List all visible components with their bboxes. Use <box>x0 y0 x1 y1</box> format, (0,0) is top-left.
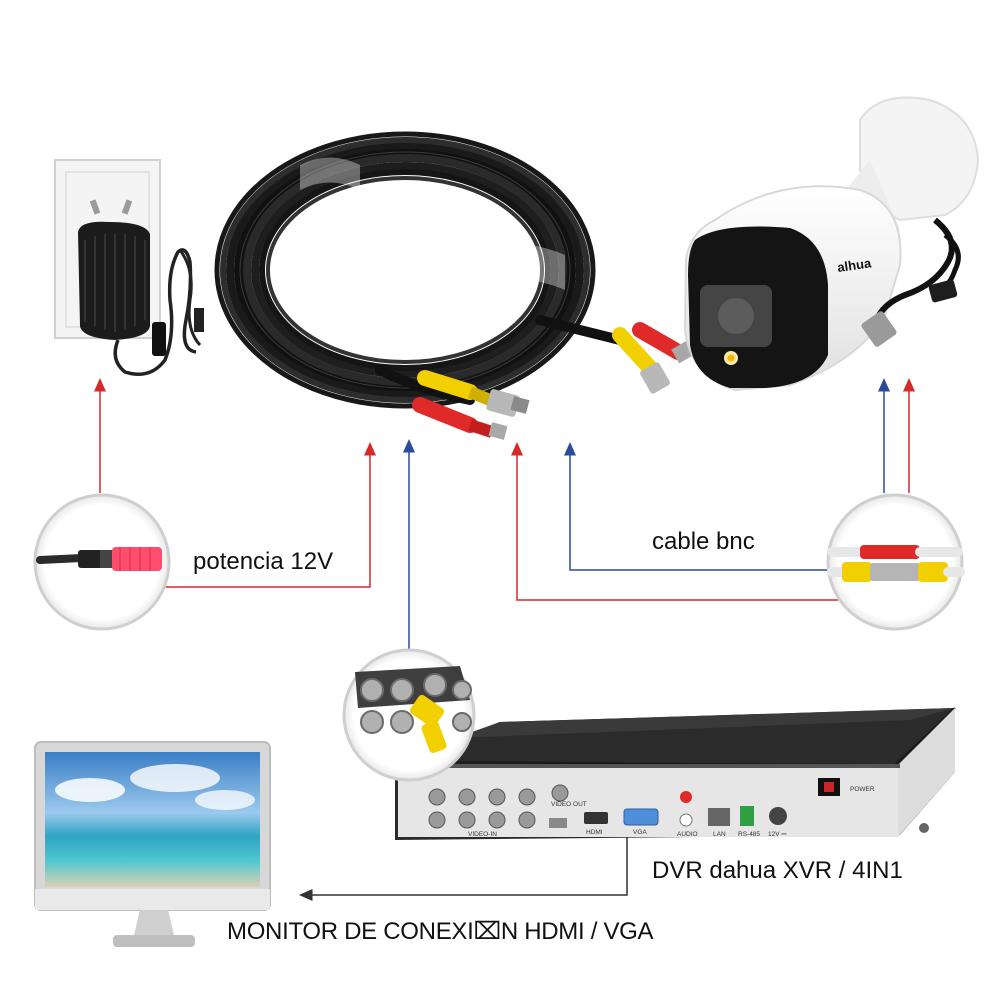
bnc-red-arrow <box>511 442 838 601</box>
dvr-video-out-port <box>551 784 569 802</box>
monitor <box>34 741 271 947</box>
dvr-usb-port <box>549 818 567 828</box>
dvr-audio-out-port <box>680 791 692 803</box>
dvr-rs485-port <box>740 806 754 826</box>
bnc-coupler-icon <box>870 563 920 581</box>
camera-brand: alhua <box>836 255 872 275</box>
dvr-label-video-out: VIDEO OUT <box>551 801 587 808</box>
dvr-label-12v: 12V ⎓ <box>768 831 787 838</box>
dvr-hdmi-port <box>584 812 608 824</box>
dvr-label-lan: LAN <box>713 831 726 838</box>
connection-lines <box>94 378 915 901</box>
dvr-label-vga: VGA <box>633 829 647 836</box>
power-connector-zoom <box>33 493 171 631</box>
bnc-cable-zoom <box>826 493 965 631</box>
power-adapter <box>54 159 204 376</box>
dvr-label-rs485: RS-485 <box>738 831 760 838</box>
dvr-yellow-plug-icon <box>409 694 445 728</box>
dvr-dc-input <box>769 807 787 825</box>
dvr-label-audio: AUDIO <box>677 831 698 838</box>
yellow-connector-icon <box>417 370 478 400</box>
dvr-bnc-inputs <box>428 788 536 829</box>
dvr-label-power: POWER <box>850 786 875 793</box>
dvr-recorder: VIDEO OUT VIDEO-IN HDMI VGA AUDIO LAN RS… <box>394 707 956 840</box>
dvr-lan-port <box>708 808 730 826</box>
monitor-neck <box>134 910 174 935</box>
dvr-label: DVR dahua XVR / 4IN1 <box>652 857 903 884</box>
yellow-connector-zoom-icon <box>842 562 872 582</box>
red-connector-icon <box>412 397 478 433</box>
bnc-cable-coil <box>214 131 625 409</box>
dvr-bnc-zoom <box>342 648 476 782</box>
bullet-camera: alhua <box>683 96 980 392</box>
cable-connectors-left <box>412 370 530 440</box>
adapter-ferrite <box>152 322 166 356</box>
cable-connectors-right <box>612 322 695 394</box>
monitor-stand <box>113 935 195 947</box>
red-connector-zoom-icon <box>860 545 920 559</box>
dc-plug-icon <box>78 550 106 568</box>
camera-dc-jack <box>928 279 958 303</box>
camera-bnc-jack <box>861 311 897 347</box>
dvr-label-hdmi: HDMI <box>586 829 603 836</box>
dvr-audio-in-port <box>679 813 693 827</box>
dvr-vga-port <box>623 808 659 826</box>
hdmi-to-monitor-arrow <box>299 822 628 901</box>
power-to-cable-arrow <box>165 442 376 588</box>
monitor-label: MONITOR DE CONEXI⌧N HDMI / VGA <box>227 918 654 945</box>
power-label: potencia 12V <box>193 548 334 575</box>
bnc-cable-label: cable bnc <box>652 528 755 555</box>
bnc-blue-arrow <box>564 442 832 571</box>
dvr-label-video-in: VIDEO-IN <box>468 831 497 838</box>
dvr-ground-screw <box>919 823 929 833</box>
